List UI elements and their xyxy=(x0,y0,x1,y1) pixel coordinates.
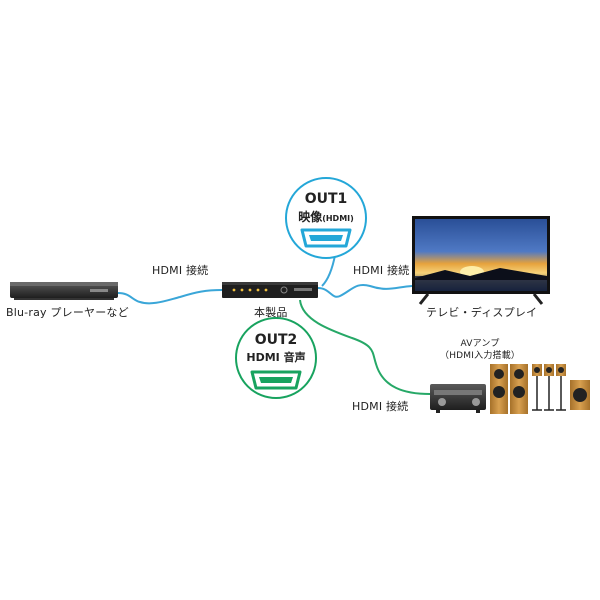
label-hdmi-connection-tv: HDMI 接続 xyxy=(353,264,410,277)
product-splitter xyxy=(222,282,318,298)
out1-title: OUT1 xyxy=(304,191,348,207)
out1-bubble xyxy=(285,177,367,259)
out2-bubble xyxy=(235,317,317,399)
label-bluray-player: Blu-ray プレーヤーなど xyxy=(6,306,129,319)
label-tv-display: テレビ・ディスプレイ xyxy=(426,306,538,319)
cable-bluray-to-product xyxy=(117,289,223,305)
bluray-player xyxy=(10,282,118,300)
label-hdmi-connection-left: HDMI 接続 xyxy=(152,264,209,277)
speaker-set xyxy=(490,364,590,414)
out1-subtitle-note: (HDMI) xyxy=(322,214,354,223)
out2-title: OUT2 xyxy=(254,332,298,348)
out2-subtitle: HDMI 音声 xyxy=(246,351,306,364)
label-av-amp-note: （HDMI入力搭載） xyxy=(440,351,521,361)
label-hdmi-connection-amp: HDMI 接続 xyxy=(352,400,409,413)
out1-subtitle: 映像(HDMI) xyxy=(286,208,366,225)
tv-display xyxy=(412,216,550,305)
label-av-amp-name: AVアンプ xyxy=(460,339,500,349)
hdmi-port-icon-out2 xyxy=(250,370,302,390)
av-amplifier xyxy=(430,384,486,413)
hdmi-port-icon-out1 xyxy=(300,228,352,248)
label-product: 本製品 xyxy=(254,306,288,319)
cable-product-to-tv xyxy=(317,284,413,298)
cable-product-to-amp xyxy=(299,299,431,395)
out1-subtitle-main: 映像 xyxy=(298,210,323,224)
